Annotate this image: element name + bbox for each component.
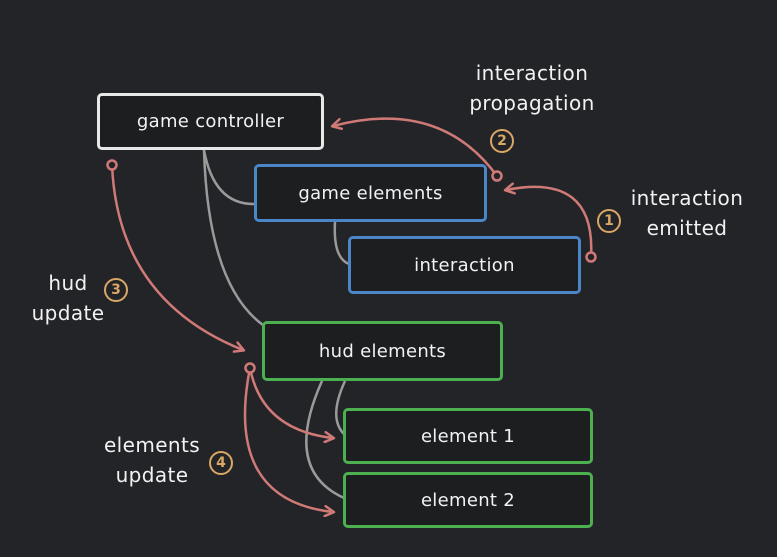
- label-line: update: [115, 463, 189, 487]
- arrow-elements-update-2: [243, 367, 333, 512]
- arrow-hud-update-origin: [106, 159, 118, 171]
- connector-game-elements-to-interaction: [333, 221, 350, 266]
- label-line: hud: [48, 271, 88, 295]
- arrow-elements-update-1: [248, 367, 333, 438]
- label-line: interaction: [630, 186, 744, 210]
- arrow-interaction-propagation: [333, 117, 499, 177]
- label-interaction-emitted: interaction emitted: [616, 183, 758, 243]
- step-badge-2: 2: [490, 129, 514, 153]
- node-interaction: interaction: [348, 236, 581, 294]
- label-line: elements: [103, 433, 201, 457]
- step-badge-1: 1: [597, 209, 621, 233]
- node-element-2: element 2: [343, 472, 593, 528]
- label-line: emitted: [646, 216, 728, 240]
- step-badge-4: 4: [209, 451, 233, 475]
- step-badge-3: 3: [104, 278, 128, 302]
- connector-hud-to-element-1: [335, 380, 347, 435]
- label-elements-update: elements update: [94, 430, 210, 490]
- arrow-hud-update: [110, 164, 243, 350]
- arrow-interaction-emitted: [506, 187, 593, 258]
- node-hud-elements: hud elements: [262, 321, 503, 381]
- node-game-controller: game controller: [97, 93, 324, 150]
- arrow-interaction-emitted-origin: [585, 251, 597, 263]
- node-game-elements: game elements: [254, 164, 487, 222]
- connector-controller-to-hud-elements: [202, 149, 264, 327]
- arrow-interaction-propagation-origin: [491, 170, 503, 182]
- label-line: update: [31, 301, 105, 325]
- label-line: propagation: [469, 91, 595, 115]
- connector-controller-to-game-elements: [202, 149, 256, 206]
- label-line: interaction: [475, 61, 589, 85]
- arrow-elements-update-origin: [244, 362, 256, 374]
- node-element-1: element 1: [343, 408, 593, 464]
- connector-hud-to-element-2: [305, 380, 345, 500]
- label-interaction-propagation: interaction propagation: [452, 58, 612, 118]
- label-hud-update: hud update: [18, 268, 118, 328]
